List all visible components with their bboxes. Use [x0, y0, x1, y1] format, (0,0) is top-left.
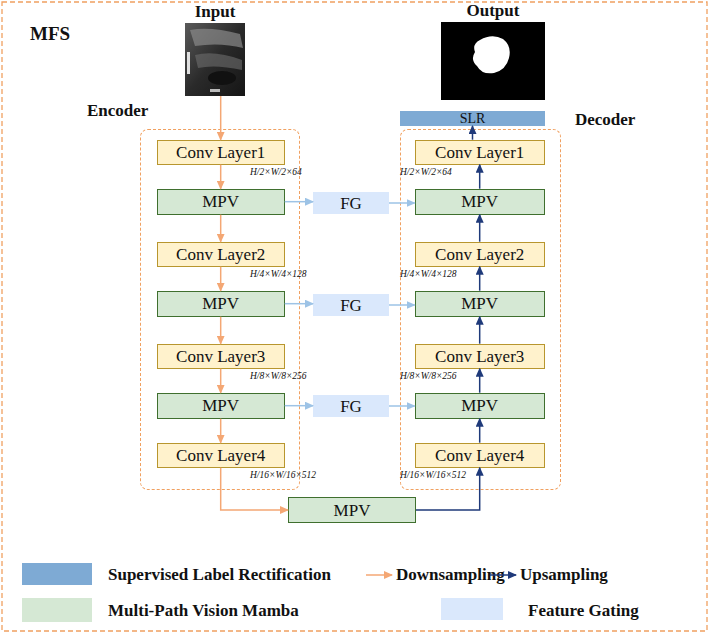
flow-arrow: [220, 96, 222, 140]
legend-line-sample: [366, 574, 392, 576]
conv-layer-box: Conv Layer3: [157, 344, 285, 369]
diagram-name: MFS: [30, 24, 70, 43]
mask-blob: [473, 36, 510, 73]
dimension-label: H/4×W/4×128: [400, 270, 457, 280]
legend-text: Supervised Label Rectification: [108, 566, 331, 583]
conv-layer-box: Conv Layer1: [415, 140, 545, 165]
box-label: Conv Layer3: [176, 348, 265, 365]
image-heading: Output: [441, 2, 545, 19]
dimension-label: H/16×W/16×512: [250, 471, 316, 481]
legend-swatch: [441, 598, 503, 620]
mpv-block: MPV: [415, 189, 545, 215]
legend-text: Multi-Path Vision Mamba: [108, 602, 299, 619]
group-heading: Encoder: [87, 102, 148, 119]
mpv-block: MPV: [157, 393, 285, 419]
box-label: MPV: [461, 397, 498, 414]
mpv-block: MPV: [415, 291, 545, 317]
flow-arrow: [479, 419, 481, 443]
ultrasound-image: [185, 23, 245, 96]
flow-arrow: [220, 317, 222, 344]
flow-arrow: [389, 304, 415, 306]
dimension-label: H/2×W/2×64: [400, 168, 452, 178]
mask-background: [441, 22, 545, 100]
ultrasound-lesion: [208, 71, 236, 85]
flow-arrow: [285, 303, 313, 305]
legend-swatch: [22, 563, 92, 585]
legend-text: Feature Gating: [528, 602, 639, 619]
flow-arrow: [220, 215, 222, 242]
box-label: Conv Layer1: [435, 144, 524, 161]
feature-gate-box: FG: [313, 395, 389, 417]
box-label: Conv Layer2: [176, 246, 265, 263]
flow-arrow: [479, 317, 481, 344]
flow-arrow: [285, 201, 313, 203]
flow-arrow: [479, 215, 481, 242]
flow-arrow: [479, 267, 481, 291]
box-label: MPV: [202, 193, 239, 210]
slr-bar: SLR: [400, 111, 545, 126]
legend-text: Upsampling: [520, 566, 608, 583]
dimension-label: H/16×W/16×512: [400, 471, 466, 481]
image-panel: Input: [185, 23, 245, 96]
box-label: Conv Layer4: [435, 447, 524, 464]
conv-layer-box: Conv Layer4: [157, 443, 285, 468]
feature-gate-box: FG: [313, 192, 389, 214]
image-heading: Input: [185, 3, 245, 20]
group-box: EncoderConv Layer1MPVConv Layer2MPVConv …: [140, 129, 300, 490]
dimension-label: H/4×W/4×128: [250, 270, 307, 280]
box-label: FG: [340, 297, 362, 314]
box-label: FG: [340, 195, 362, 212]
ultrasound-background: [185, 23, 245, 96]
mpv-block: MPV: [157, 189, 285, 215]
flow-arrow: [389, 405, 415, 407]
ultrasound-marker: [210, 89, 220, 92]
box-label: MPV: [461, 193, 498, 210]
conv-layer-box: Conv Layer2: [415, 242, 545, 267]
conv-layer-box: Conv Layer4: [415, 443, 545, 468]
dimension-label: H/8×W/8×256: [250, 372, 307, 382]
flow-arrow: [220, 419, 222, 443]
mpv-block: MPV: [157, 291, 285, 317]
group-box: DecoderConv Layer1MPVConv Layer2MPVConv …: [400, 129, 561, 490]
legend-text: Downsampling: [396, 566, 505, 583]
flow-arrow: [479, 165, 481, 189]
flow-arrow: [285, 405, 313, 407]
conv-layer-box: Conv Layer2: [157, 242, 285, 267]
flow-arrow: [479, 369, 481, 393]
conv-layer-box: Conv Layer1: [157, 140, 285, 165]
ultrasound-scale-bar: [187, 52, 190, 74]
conv-layer-box: Conv Layer3: [415, 344, 545, 369]
flow-arrow: [389, 202, 415, 204]
group-heading: Decoder: [575, 111, 635, 128]
box-label: FG: [340, 398, 362, 415]
box-label: MPV: [334, 502, 371, 519]
box-label: MPV: [202, 397, 239, 414]
ultrasound-tissue: [195, 53, 242, 70]
flow-arrow: [220, 165, 222, 189]
box-label: Conv Layer1: [176, 144, 265, 161]
dimension-label: H/2×W/2×64: [250, 168, 302, 178]
legend-swatch: [22, 598, 92, 622]
feature-gate-box: FG: [313, 294, 389, 316]
box-label: MPV: [461, 295, 498, 312]
image-panel: Output: [441, 22, 545, 100]
flow-arrow: [220, 267, 222, 291]
flow-arrow: [220, 369, 222, 393]
box-label: SLR: [460, 112, 486, 126]
box-label: Conv Layer4: [176, 447, 265, 464]
dimension-label: H/8×W/8×256: [400, 372, 457, 382]
box-label: Conv Layer2: [435, 246, 524, 263]
mpv-block: MPV: [288, 497, 416, 523]
ultrasound-tissue: [190, 29, 243, 48]
box-label: Conv Layer3: [435, 348, 524, 365]
box-label: MPV: [202, 295, 239, 312]
mpv-block: MPV: [415, 393, 545, 419]
mask-image: [441, 22, 545, 100]
